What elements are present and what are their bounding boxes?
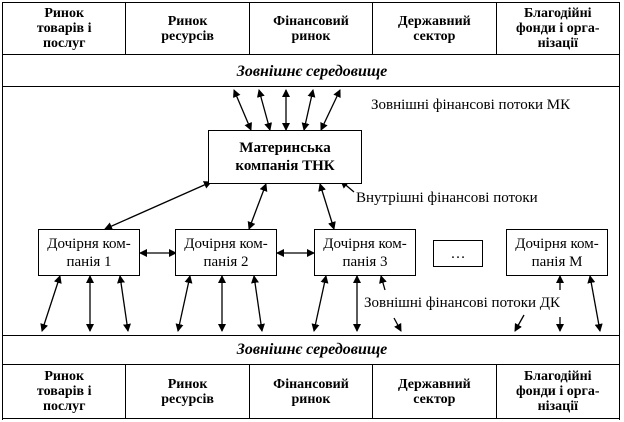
top-environment-label: Зовнішнє середовище [236,63,388,80]
internal-flows-label: Внутрішні фінансові потоки [356,190,538,206]
top-market-resources: Ринок ресурсів [125,2,250,55]
top-market-state: Державний сектор [372,2,497,55]
frame-left-border [2,2,3,420]
top-environment-bottom-line [2,86,620,87]
subsidiary-3-box: Дочірня ком- панія 3 [314,229,416,276]
bottom-environment-top-line [2,335,620,336]
arrow-parent-env-4 [301,89,316,131]
top-market-goods: Ринок товарів і послуг [1,2,127,55]
top-market-table: Ринок товарів і послуг Ринок ресурсів Фі… [1,2,621,55]
subsidiary-2-box: Дочірня ком- панія 2 [175,229,277,276]
external-parent-flows-label: Зовнішні фінансові потоки МК [371,97,571,113]
bottom-market-resources: Ринок ресурсів [125,364,250,419]
arrow-subM-env-3 [587,275,603,332]
arrow-parent-sub3 [318,183,336,230]
external-subsidiary-flows-label: Зовнішні фінансові потоки ДК [364,295,561,311]
bottom-environment-label: Зовнішнє середовище [236,341,388,358]
arrow-parent-env-1 [233,89,252,131]
arrow-sub1-env-3 [117,275,131,332]
bottom-market-state: Державний сектор [372,364,497,419]
bottom-market-goods: Ринок товарів і послуг [1,364,127,419]
arrow-parent-sub2 [247,183,268,230]
bottom-market-charity: Благодійні фонди і орга- нізації [495,364,621,419]
top-market-charity: Благодійні фонди і орга- нізації [495,2,621,55]
bottom-market-financial: Фінансовий ринок [248,364,374,419]
arrow-sub1-env-1 [40,275,62,332]
arrow-parent-sub1 [104,181,212,230]
arrow-sub2-env-1 [175,275,193,332]
bottom-market-table: Ринок товарів і послуг Ринок ресурсів Фі… [1,364,621,419]
arrow-parent-env-2 [256,89,273,131]
parent-company-box: Материнська компанія ТНК [208,130,362,184]
arrow-sub3-env-3b [393,317,402,332]
arrow-sub3-env-1 [311,275,329,332]
arrow-subM-env-1 [514,314,525,332]
subsidiary-1-box: Дочірня ком- панія 1 [38,229,140,276]
frame-right-border [619,2,620,420]
top-market-financial: Фінансовий ринок [248,2,374,55]
subsidiary-m-box: Дочірня ком- панія М [506,229,608,276]
subsidiary-ellipsis-box: … [433,240,483,267]
arrow-parent-env-5 [320,89,341,131]
arrow-sub3-env-3 [379,275,387,291]
arrow-sub2-env-3 [251,275,265,332]
